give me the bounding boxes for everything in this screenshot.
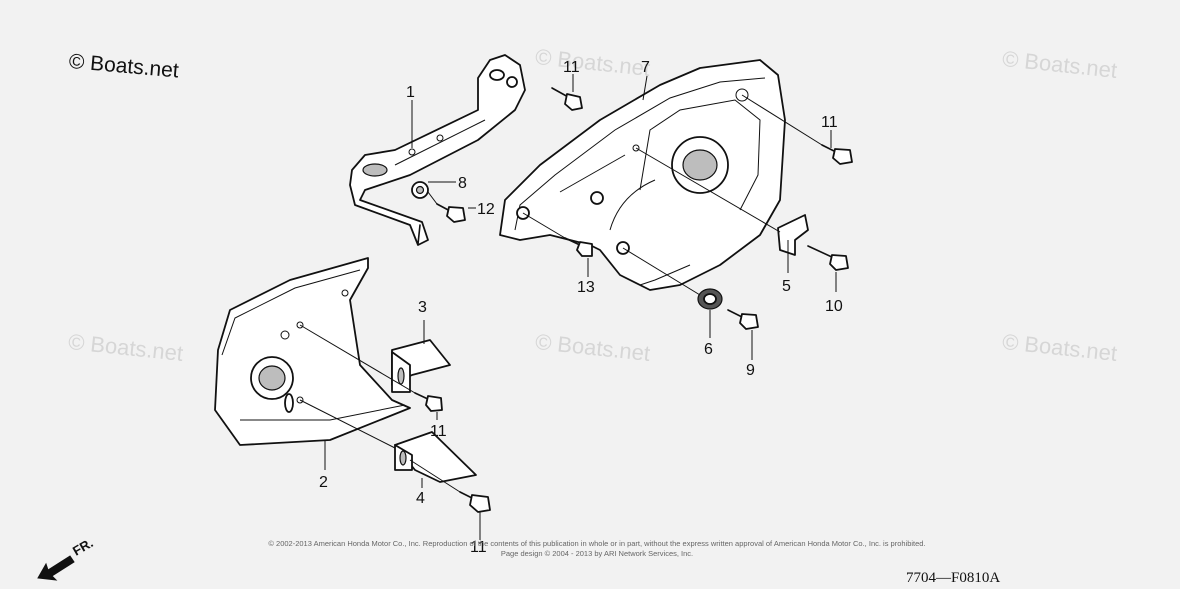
diagram-code: 7704—F0810A	[906, 570, 1001, 586]
part-1-bracket[interactable]	[349, 54, 526, 246]
bolt-11-right[interactable]	[821, 144, 853, 165]
bolt-10[interactable]	[807, 245, 849, 271]
callout-8[interactable]: 8	[458, 175, 467, 192]
callout-1[interactable]: 1	[406, 84, 415, 101]
copyright-line-1: © 2002-2013 American Honda Motor Co., In…	[268, 539, 926, 548]
callout-11-right[interactable]: 11	[821, 114, 838, 131]
copyright-line-2: Page design © 2004 - 2013 by ARI Network…	[500, 549, 694, 558]
bolt-9[interactable]	[727, 309, 759, 330]
front-label: FR.	[70, 540, 96, 559]
front-arrow-icon: FR.	[37, 535, 96, 581]
bolt-11-mid[interactable]	[414, 392, 443, 412]
part-7-cover[interactable]	[499, 59, 786, 291]
callout-12[interactable]: 12	[477, 201, 495, 218]
part-8-washer[interactable]	[411, 181, 429, 199]
callout-9[interactable]: 9	[746, 362, 755, 379]
leader-lines	[324, 74, 837, 540]
bolt-13[interactable]	[564, 237, 593, 257]
callout-2[interactable]: 2	[319, 474, 328, 491]
callout-10[interactable]: 10	[825, 298, 843, 315]
copyright-notice: © 2002-2013 American Honda Motor Co., In…	[172, 539, 1022, 559]
front-direction-indicator: FR.	[36, 535, 116, 589]
callout-11-top[interactable]: 11	[563, 59, 580, 76]
callout-7[interactable]: 7	[641, 59, 650, 76]
part-2-lower-cover[interactable]	[214, 257, 411, 446]
callout-11-mid[interactable]: 11	[430, 423, 447, 440]
callout-4[interactable]: 4	[416, 490, 425, 507]
bolt-11-top[interactable]	[551, 87, 583, 111]
callout-6[interactable]: 6	[704, 341, 713, 358]
callout-13[interactable]: 13	[577, 279, 595, 296]
assembly-lines	[299, 94, 823, 493]
bolt-12[interactable]	[436, 203, 466, 223]
bolt-11-bottom[interactable]	[459, 491, 491, 513]
part-4-clip[interactable]	[394, 431, 477, 483]
callout-3[interactable]: 3	[418, 299, 427, 316]
part-6-grommet[interactable]	[697, 288, 723, 310]
callout-11-bottom[interactable]: 11	[470, 539, 487, 556]
callout-5[interactable]: 5	[782, 278, 791, 295]
part-5-clip[interactable]	[777, 214, 809, 256]
